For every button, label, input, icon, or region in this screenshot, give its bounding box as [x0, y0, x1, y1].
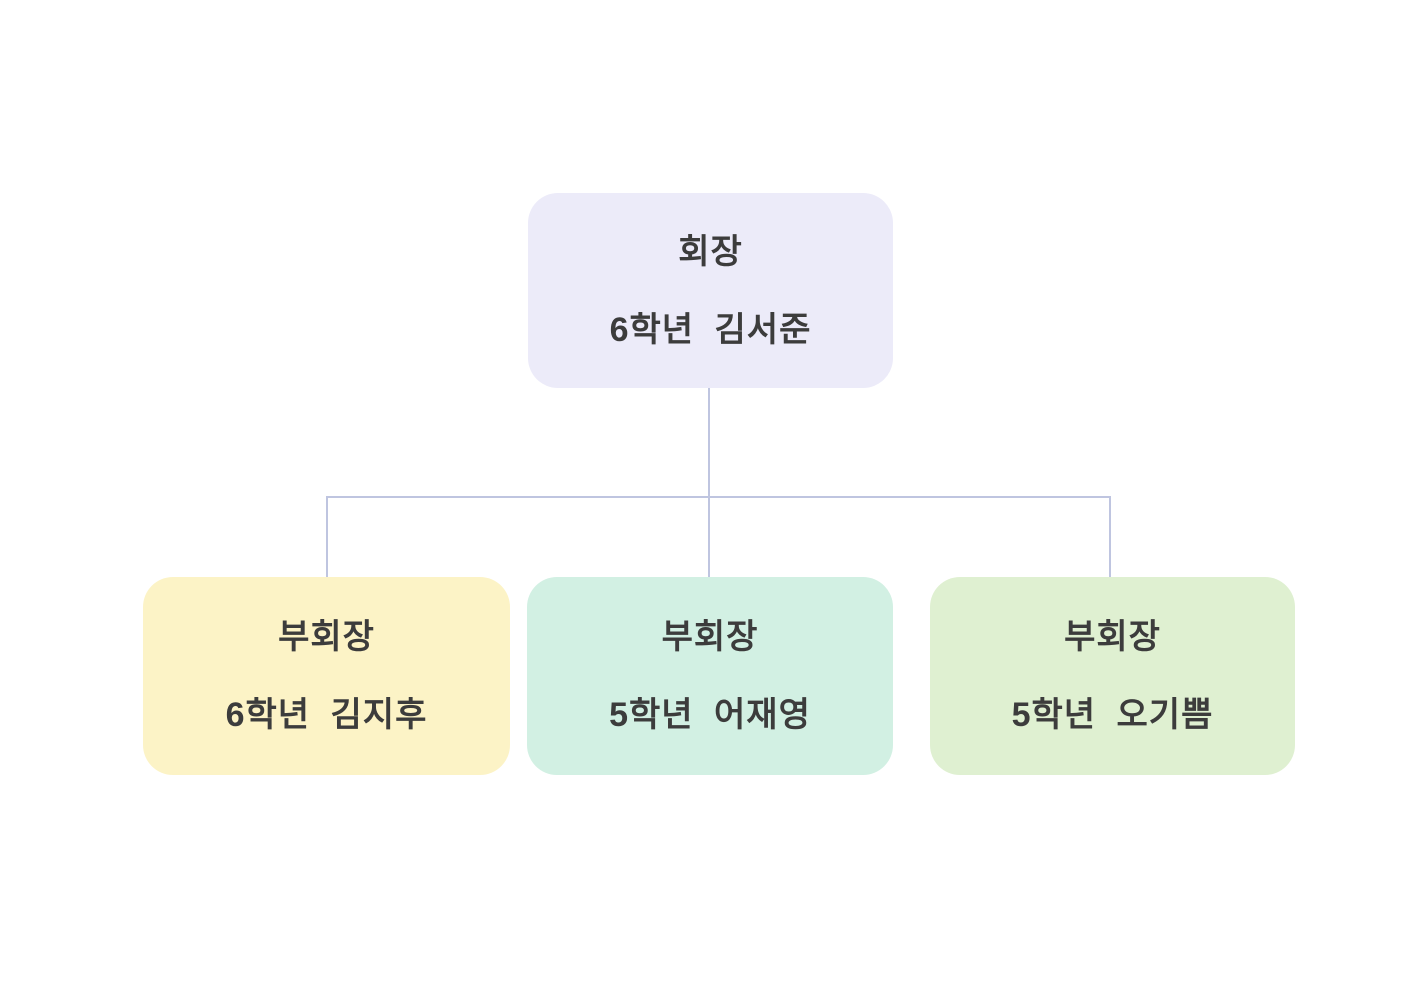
vice-president-3-title: 부회장: [1064, 618, 1161, 656]
org-node-vice-president-1: 부회장 6학년 김지후: [143, 577, 510, 775]
org-node-vice-president-2: 부회장 5학년 어재영: [527, 577, 893, 775]
connector-horizontal-bar: [326, 496, 1111, 498]
vice-president-3-name: 5학년 오기쁨: [1011, 696, 1214, 734]
org-node-president: 회장 6학년 김서준: [528, 193, 893, 388]
vice-president-2-title: 부회장: [661, 618, 759, 656]
president-title: 회장: [678, 232, 743, 271]
vice-president-1-title: 부회장: [278, 618, 375, 656]
org-node-vice-president-3: 부회장 5학년 오기쁨: [930, 577, 1295, 775]
vice-president-1-name: 6학년 김지후: [225, 696, 428, 734]
connector-drop-left: [326, 496, 328, 577]
connector-drop-middle: [708, 496, 710, 577]
president-name: 6학년 김서준: [609, 310, 812, 349]
connector-root-stem: [708, 388, 710, 497]
vice-president-2-name: 5학년 어재영: [609, 696, 811, 734]
connector-drop-right: [1109, 496, 1111, 577]
